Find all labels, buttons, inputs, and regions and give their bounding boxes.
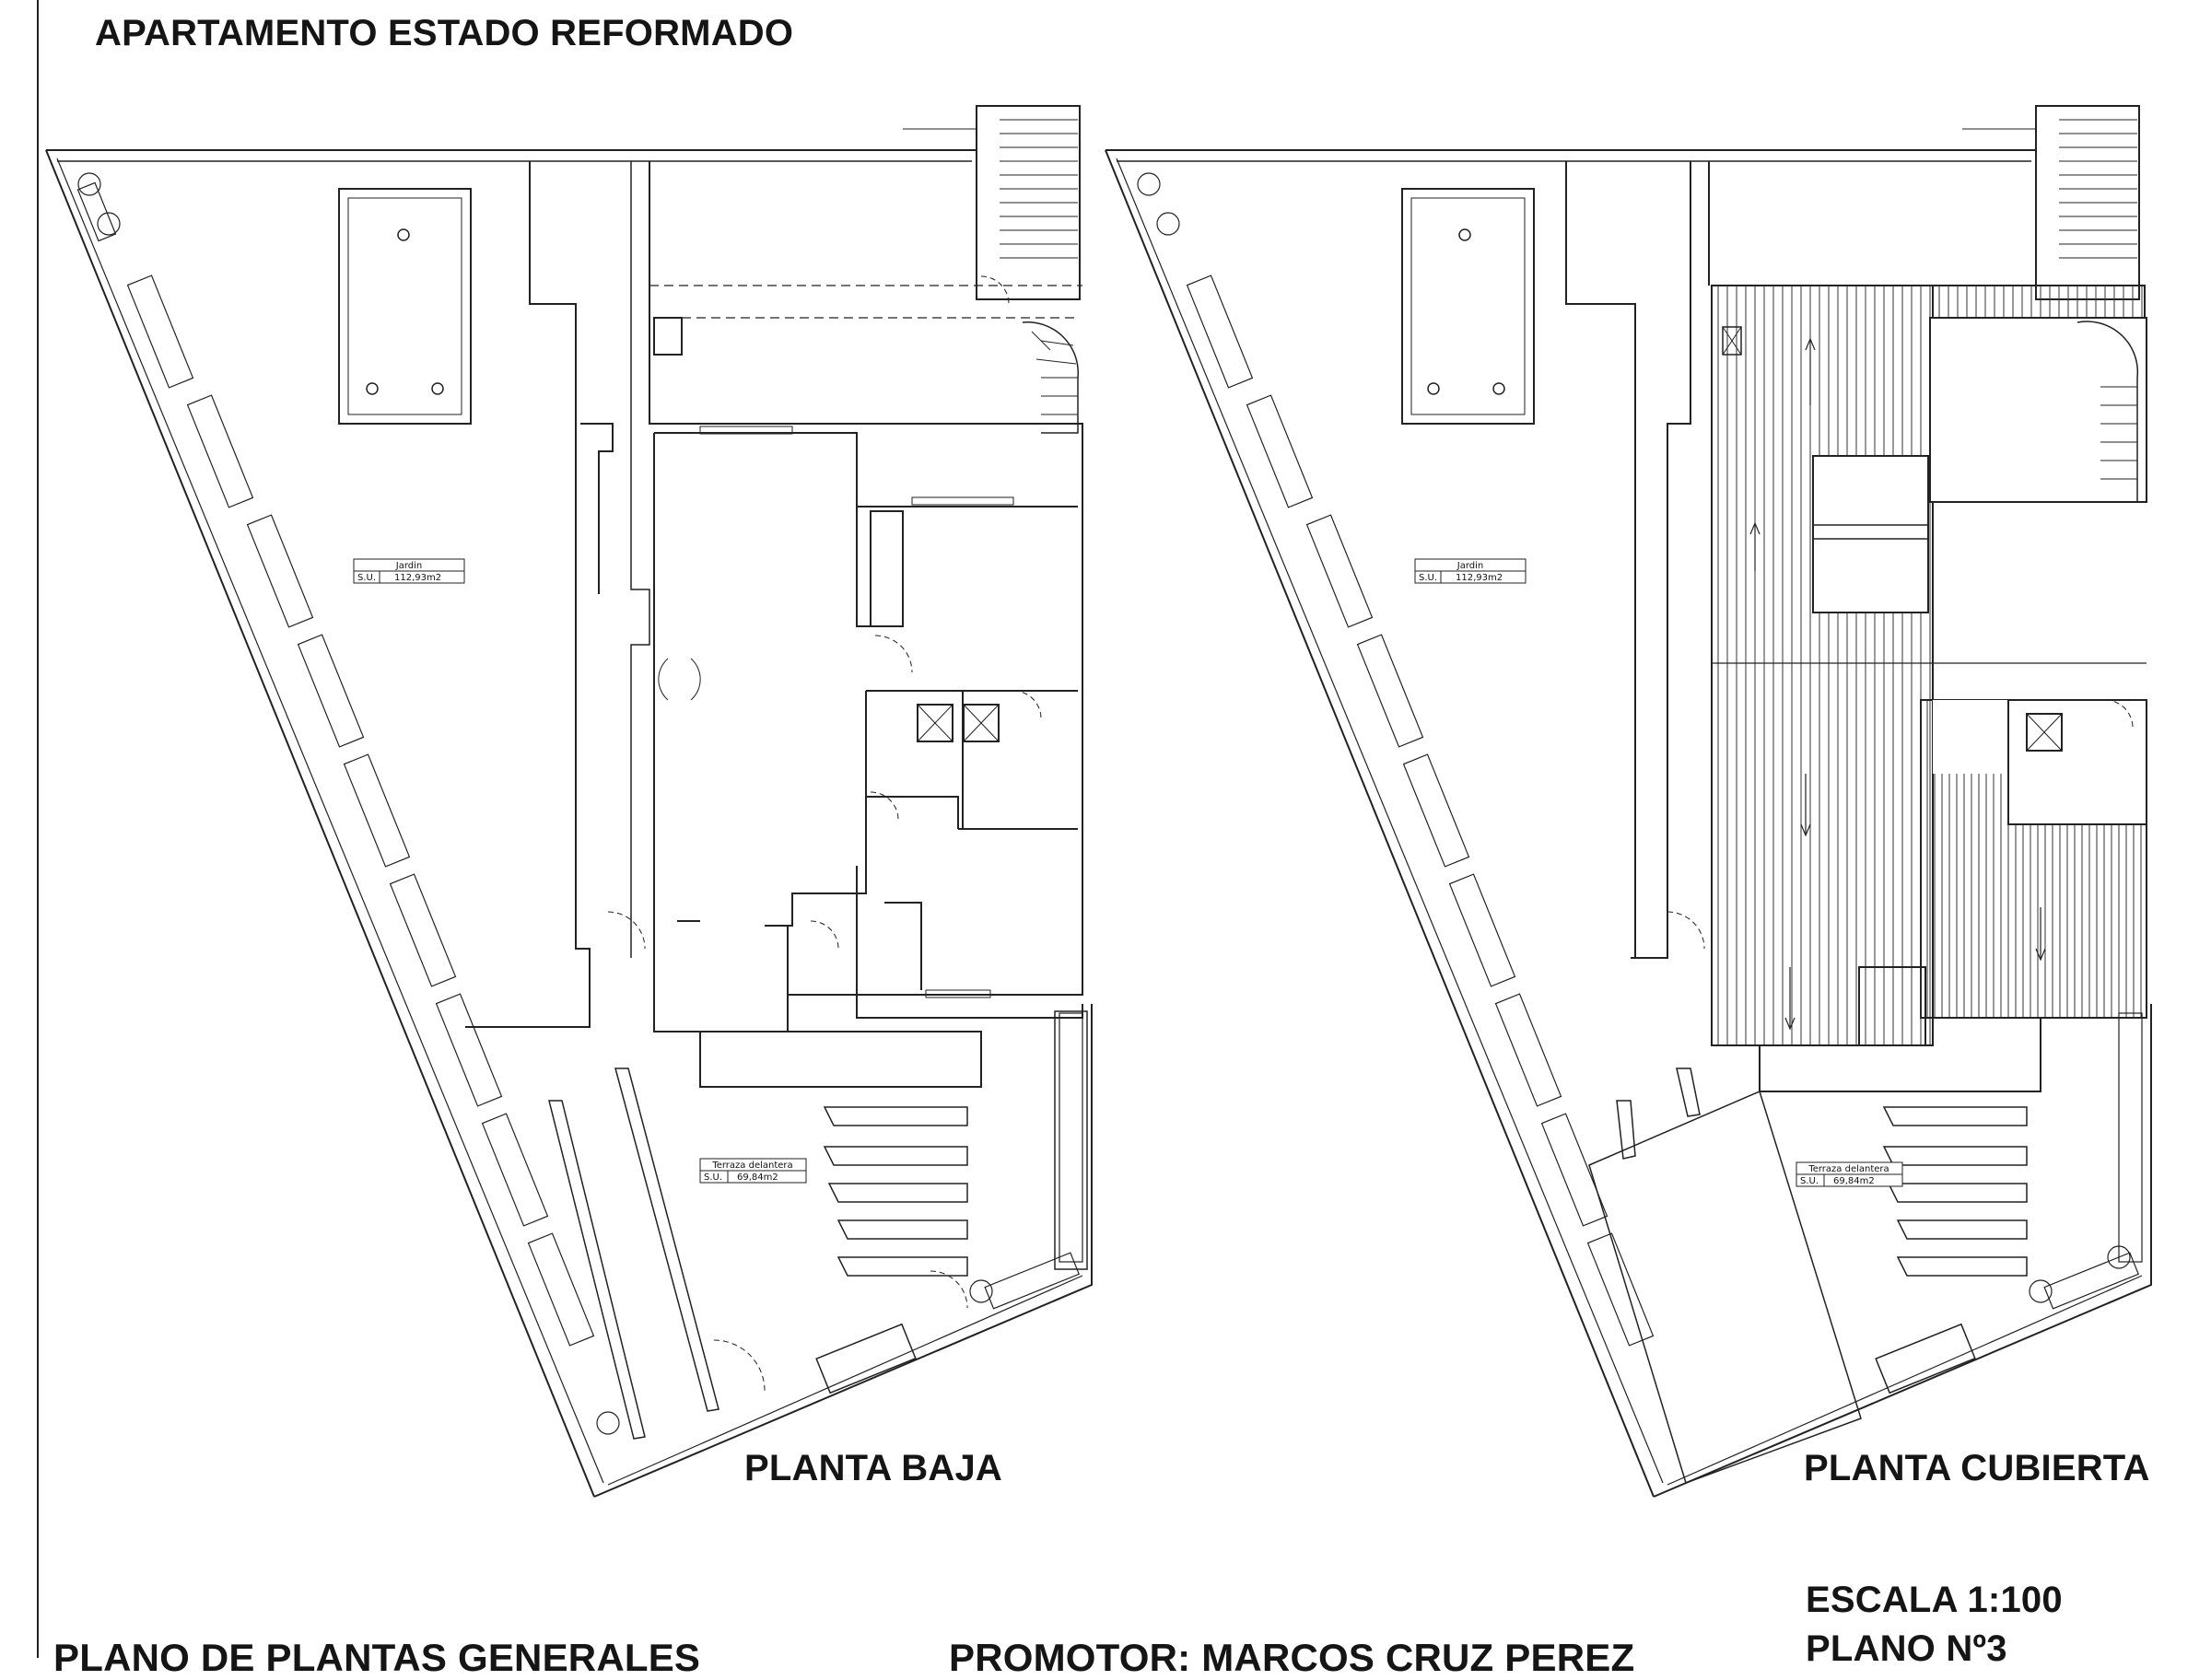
room-label-jardin-2: Jardin S.U. 112,93m2 xyxy=(1414,558,1527,584)
room-label-terraza-2: Terraza delantera S.U. 69,84m2 xyxy=(1796,1161,1903,1187)
exterior-stairs xyxy=(976,105,1081,300)
room-name: Terraza delantera xyxy=(1807,1164,1889,1174)
room-area: 112,93m2 xyxy=(394,573,441,583)
room-area: 69,84m2 xyxy=(1833,1176,1875,1186)
room-name: Terraza delantera xyxy=(711,1161,792,1171)
sheet-title: APARTAMENTO ESTADO REFORMADO xyxy=(95,13,794,53)
room-su: S.U. xyxy=(1800,1176,1819,1186)
plan-planta-baja xyxy=(45,105,1093,1498)
plan-title-planta-baja: PLANTA BAJA xyxy=(744,1448,1002,1488)
room-label-jardin-1: Jardin S.U. 112,93m2 xyxy=(353,558,465,584)
room-name: Jardin xyxy=(395,561,422,571)
roof-hatched-left xyxy=(1711,285,1934,1046)
room-label-terraza-1: Terraza delantera S.U. 69,84m2 xyxy=(699,1158,807,1184)
plan-planta-cubierta xyxy=(1105,105,2152,1498)
room-name: Jardin xyxy=(1456,561,1483,571)
site-boundary-diagonal xyxy=(45,149,595,1498)
room-su: S.U. xyxy=(704,1172,722,1183)
site-boundary xyxy=(46,149,977,158)
plan-title-planta-cubierta: PLANTA CUBIERTA xyxy=(1804,1448,2150,1488)
room-su: S.U. xyxy=(1419,573,1437,583)
roof-hatched-top xyxy=(1932,285,2146,323)
footer-plan-name: PLANO DE PLANTAS GENERALES xyxy=(53,1636,701,1679)
room-area: 69,84m2 xyxy=(737,1172,778,1183)
scale-label: ESCALA 1:100 xyxy=(1806,1580,2063,1620)
room-su: S.U. xyxy=(357,573,376,583)
pool xyxy=(338,188,472,425)
house-outer-wall xyxy=(465,161,591,1028)
frame-left-line xyxy=(37,0,39,1658)
site-boundary-bottom xyxy=(593,1004,1093,1498)
footer-promotor: PROMOTOR: MARCOS CRUZ PEREZ xyxy=(949,1636,1635,1679)
plan-number: PLANO Nº3 xyxy=(1806,1628,2007,1669)
room-area: 112,93m2 xyxy=(1456,573,1503,583)
site-boundary-inner-diagonal xyxy=(56,158,604,1484)
